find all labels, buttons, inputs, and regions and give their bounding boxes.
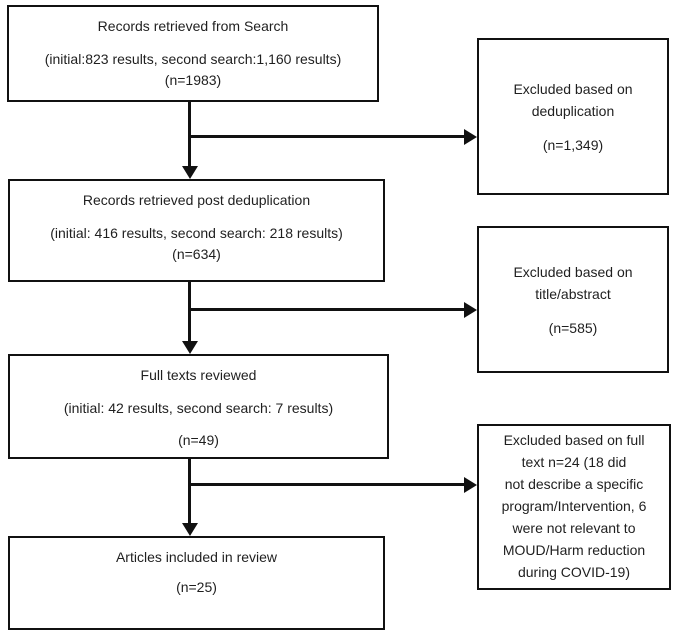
box-count: (n=25) bbox=[176, 579, 217, 595]
connector-line-fulltext-to-included bbox=[188, 458, 191, 525]
box-detail: (initial: 42 results, second search: 7 r… bbox=[63, 400, 334, 416]
arrowhead-right-icon bbox=[464, 477, 477, 493]
box-count: (n=634) bbox=[172, 246, 221, 262]
connector-line-search-to-dedup bbox=[188, 101, 191, 167]
box-count: (n=1,349) bbox=[542, 136, 604, 153]
arrowhead-right-icon bbox=[464, 129, 477, 145]
arrowhead-down-icon bbox=[182, 523, 198, 536]
connector-line-to-excluded-full-text bbox=[190, 483, 465, 486]
box-title: Excluded based on deduplication bbox=[513, 80, 633, 119]
box-records-post-deduplication: Records retrieved post deduplication (in… bbox=[8, 179, 385, 282]
box-articles-included-in-review: Articles included in review (n=25) bbox=[8, 536, 385, 630]
connector-line-to-excluded-dedup bbox=[190, 135, 465, 138]
box-excluded-full-text: Excluded based on full text n=24 (18 did… bbox=[477, 424, 671, 590]
box-records-retrieved-search: Records retrieved from Search (initial:8… bbox=[7, 5, 379, 102]
box-title: Records retrieved from Search bbox=[97, 18, 289, 34]
box-title: Articles included in review bbox=[115, 549, 278, 565]
box-text: Excluded based on full text n=24 (18 did… bbox=[501, 432, 647, 580]
arrowhead-down-icon bbox=[182, 341, 198, 354]
box-excluded-deduplication: Excluded based on deduplication (n=1,349… bbox=[477, 38, 669, 195]
box-detail: (initial: 416 results, second search: 21… bbox=[50, 225, 343, 241]
box-count: (n=49) bbox=[178, 432, 219, 448]
connector-line-dedup-to-fulltext bbox=[188, 281, 191, 343]
box-detail: (initial:823 results, second search:1,16… bbox=[44, 51, 342, 67]
box-count: (n=1983) bbox=[164, 72, 222, 88]
connector-line-to-excluded-title-abstract bbox=[190, 308, 465, 311]
box-title: Full texts reviewed bbox=[140, 367, 257, 383]
box-count: (n=585) bbox=[548, 319, 598, 336]
box-excluded-title-abstract: Excluded based on title/abstract (n=585) bbox=[477, 226, 669, 373]
box-title: Records retrieved post deduplication bbox=[82, 192, 311, 208]
box-full-texts-reviewed: Full texts reviewed (initial: 42 results… bbox=[8, 354, 389, 459]
arrowhead-down-icon bbox=[182, 166, 198, 179]
arrowhead-right-icon bbox=[464, 302, 477, 318]
box-title: Excluded based on title/abstract bbox=[513, 263, 633, 302]
